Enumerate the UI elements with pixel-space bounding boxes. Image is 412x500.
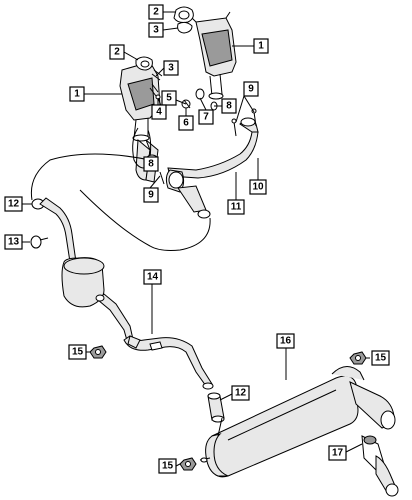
nut-15-right	[349, 351, 367, 365]
muffler	[199, 366, 365, 478]
callout-8: 8	[221, 98, 237, 114]
leader-lines	[22, 11, 370, 467]
clamp-13	[30, 235, 49, 249]
nut-15-bottom	[179, 457, 197, 471]
gasket-left	[135, 56, 153, 71]
callout-1-label: 1	[258, 41, 264, 52]
callout-12: 12	[4, 196, 23, 212]
callout-13-label: 13	[8, 237, 20, 248]
callout-11-label: 11	[231, 202, 242, 213]
callout-1: 1	[253, 38, 269, 54]
callout-9-label: 9	[148, 190, 154, 201]
callout-12: 12	[231, 385, 250, 401]
nut-15-left	[89, 345, 107, 359]
callout-4: 4	[151, 104, 167, 120]
gasket-upper	[173, 6, 194, 34]
callout-5: 5	[161, 90, 177, 106]
callout-3: 3	[148, 22, 164, 38]
callout-11: 11	[227, 199, 245, 215]
callout-2: 2	[109, 44, 125, 60]
callout-3: 3	[163, 60, 179, 76]
callout-9: 9	[243, 81, 259, 97]
callout-17: 17	[328, 445, 347, 461]
callout-14-label: 14	[147, 272, 159, 283]
callout-5-label: 5	[166, 93, 172, 104]
callout-6: 6	[178, 115, 194, 131]
callout-9-label: 9	[248, 84, 254, 95]
callout-17-label: 17	[332, 448, 344, 459]
bolts	[159, 108, 257, 185]
callout-2-label: 2	[153, 7, 159, 18]
callout-4-label: 4	[156, 107, 162, 118]
callout-1-label: 1	[74, 89, 80, 100]
callout-8: 8	[143, 156, 159, 172]
callout-12-label: 12	[8, 199, 20, 210]
callout-2-label: 2	[114, 47, 120, 58]
callouts: 2 3 1 2 3 1 5 4 6 7 8 9 8 9 10 11 12 13 …	[4, 4, 390, 474]
callout-15-label: 15	[72, 347, 84, 358]
callout-1: 1	[69, 86, 85, 102]
callout-7-label: 7	[203, 112, 209, 123]
callout-7: 7	[198, 109, 214, 125]
callout-16: 16	[276, 333, 295, 349]
intermediate-pipe-resonator	[31, 197, 135, 345]
callout-10-label: 10	[252, 182, 264, 193]
callout-12-label: 12	[235, 388, 247, 399]
rear-pipe	[123, 335, 214, 390]
callout-3-label: 3	[168, 63, 174, 74]
callout-15-label: 15	[162, 461, 174, 472]
callout-15: 15	[158, 458, 177, 474]
tailpipe-tip	[349, 381, 399, 497]
callout-15: 15	[371, 350, 390, 366]
coupler-12	[207, 392, 225, 423]
callout-2: 2	[148, 4, 164, 20]
callout-10: 10	[249, 179, 267, 195]
callout-16-label: 16	[280, 336, 292, 347]
callout-15: 15	[68, 344, 87, 360]
connection-loop	[30, 153, 211, 251]
callout-15-label: 15	[375, 353, 387, 364]
callout-13: 13	[4, 234, 23, 250]
callout-3-label: 3	[153, 25, 159, 36]
callout-8-label: 8	[148, 159, 154, 170]
catalytic-converter-left	[119, 61, 161, 142]
callout-9: 9	[143, 187, 159, 203]
callout-14: 14	[143, 269, 162, 285]
callout-8-label: 8	[226, 101, 232, 112]
catalytic-converter-right	[189, 11, 237, 100]
callout-6-label: 6	[183, 118, 189, 129]
